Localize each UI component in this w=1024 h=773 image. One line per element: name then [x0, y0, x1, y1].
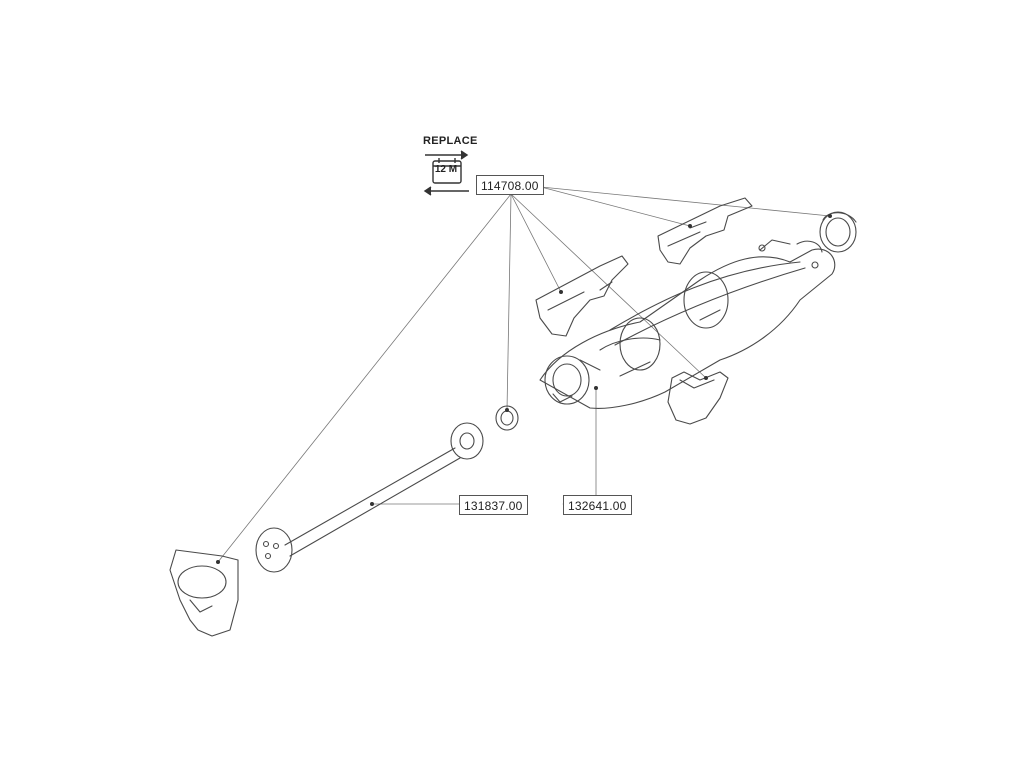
- part-number-seal-kit: 114708.00: [476, 175, 544, 195]
- calendar-icon: [423, 150, 469, 196]
- leader-lines-seal-kit: [217, 186, 831, 563]
- body-assembly: [539, 239, 836, 409]
- shaft: [255, 422, 484, 573]
- replace-label: REPLACE: [423, 135, 478, 147]
- seal-clip-middle: [535, 255, 629, 337]
- seal-clip-upper: [657, 197, 753, 265]
- housing-cap: [169, 549, 239, 637]
- part-number-shaft: 131837.00: [459, 495, 528, 515]
- replace-interval-value: 12 M: [434, 164, 458, 175]
- seal-clip-lower: [667, 371, 729, 425]
- leader-line-body: [562, 387, 597, 505]
- seal-ring-top-right: [819, 211, 857, 253]
- part-number-body: 132641.00: [563, 495, 632, 515]
- replace-interval-badge: REPLACE 12 M: [421, 135, 477, 201]
